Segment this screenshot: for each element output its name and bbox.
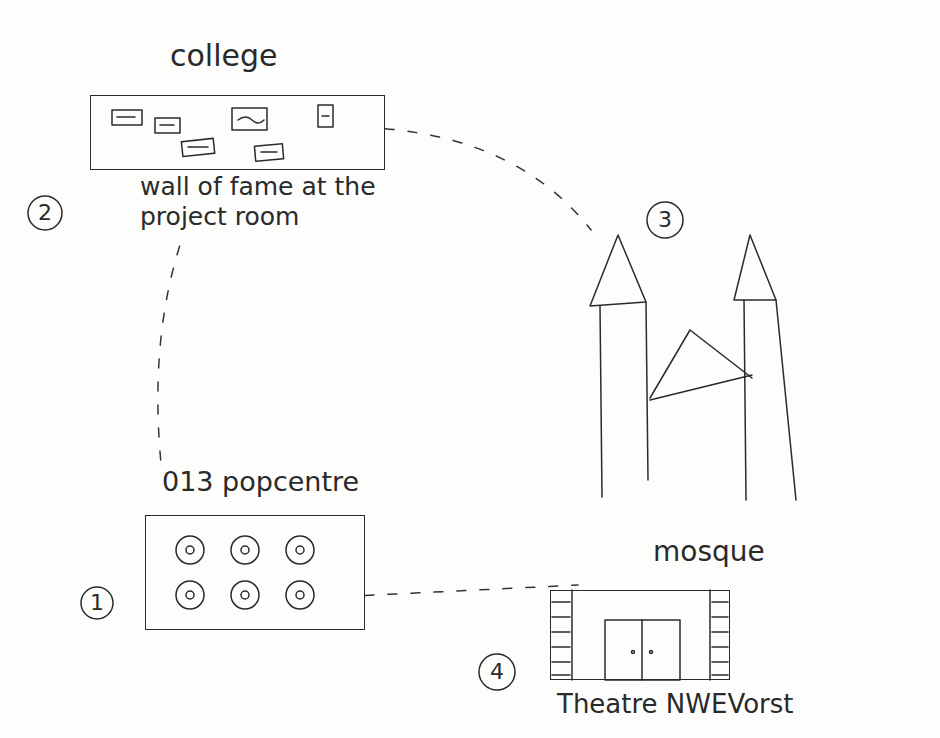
location-heading: 013 popcentre bbox=[162, 466, 372, 498]
dashed-route bbox=[385, 129, 591, 230]
node-outline bbox=[90, 95, 385, 170]
mosque-drawing bbox=[590, 235, 796, 500]
location-note: wall of fame at the project room bbox=[140, 172, 450, 232]
location-name: Theatre NWEVorst bbox=[557, 689, 872, 720]
wall-pictures bbox=[112, 105, 333, 161]
node-outline bbox=[145, 515, 365, 630]
callout-number: 3 bbox=[658, 209, 672, 231]
speaker-circles bbox=[176, 536, 314, 609]
theatre-facade bbox=[552, 590, 728, 680]
callout-number: 4 bbox=[490, 661, 504, 683]
dashed-route bbox=[158, 245, 180, 460]
location-box: college wall of fame at the project room bbox=[90, 20, 590, 245]
callout-circles bbox=[28, 196, 683, 690]
dashed-route bbox=[365, 585, 578, 596]
mosque-shape: mosque bbox=[575, 230, 805, 595]
callout-number: 1 bbox=[90, 592, 104, 614]
callout-number: 2 bbox=[38, 202, 52, 224]
location-heading: college bbox=[170, 38, 370, 74]
location-name: mosque bbox=[653, 535, 803, 569]
location-box: Theatre NWEVorst bbox=[545, 585, 875, 735]
node-outline bbox=[550, 590, 730, 680]
location-box: 013 popcentre bbox=[140, 460, 370, 635]
